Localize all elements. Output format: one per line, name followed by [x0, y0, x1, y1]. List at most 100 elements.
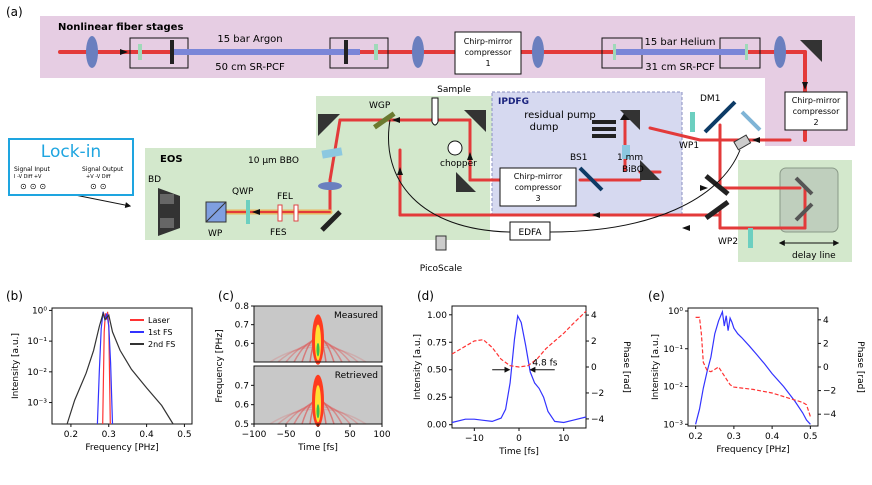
chart-c-xtick-label: −50 — [277, 430, 296, 440]
ccomp2-line3: 2 — [813, 118, 818, 127]
panel-label-e: (e) — [648, 289, 665, 303]
bs1-label: BS1 — [570, 153, 587, 163]
residual-pump-label-1: residual pump — [524, 110, 596, 121]
lockin-output-label: Signal Output — [82, 166, 124, 173]
ccomp2-line2: compressor — [793, 107, 840, 116]
chart-c-xlabel: Time [fs] — [297, 443, 338, 453]
chart-e-xtick-label: 0.3 — [727, 432, 741, 442]
fel-label: FEL — [277, 192, 293, 202]
chart-b-ylabel: Intensity [a.u.] — [11, 333, 21, 399]
chart-c-subplot-label: Measured — [334, 311, 378, 321]
bbo-label: 10 µm BBO — [248, 156, 299, 166]
nonlinear-title: Nonlinear fiber stages — [58, 22, 183, 33]
chart-c-core-green — [316, 342, 320, 357]
ccomp2-line1: Chirp-mirror — [792, 96, 841, 105]
delay-retro-1 — [794, 176, 814, 196]
lockin-input-connectors-icon: ⊙⊙⊙ — [20, 182, 50, 191]
chart-b-xtick-label: 0.5 — [177, 430, 191, 440]
chart-c: Measured0.60.70.8Retrieved0.50.60.7−100−… — [215, 302, 391, 453]
argon-fiber-label: 50 cm SR-PCF — [215, 62, 285, 73]
ipdfg-mirror-1 — [620, 110, 640, 130]
qwp-plate — [246, 200, 250, 224]
ipdfg-title: IPDFG — [498, 97, 529, 107]
fel-filter — [277, 204, 283, 222]
sample-region — [316, 96, 492, 156]
chart-e-ytick-label: 10⁻¹ — [663, 345, 683, 355]
delay-label: delay line — [792, 251, 836, 261]
wp-label: WP — [208, 229, 223, 239]
picoscale-sensor — [435, 235, 447, 251]
delay-mirror-1 — [704, 174, 730, 196]
chart-e-xtick-label: 0.2 — [688, 432, 702, 442]
chirp-compressor-1 — [454, 31, 522, 75]
fiber-cable-1 — [388, 119, 511, 233]
edfa-box — [509, 221, 551, 241]
chirp-mirror-icon — [800, 40, 822, 62]
helium-label: 15 bar Helium — [645, 37, 716, 48]
delay-mirror-2 — [704, 199, 730, 221]
chart-c-ytick-label: 0.7 — [235, 321, 249, 331]
chart-c-ytick-label: 0.6 — [235, 339, 250, 349]
helium-fiber-stage — [532, 36, 786, 69]
chart-d-ytick-label: 0.25 — [427, 393, 447, 403]
chart-d-ytick-label: 0.50 — [427, 366, 447, 376]
chart-b-legend-label: 1st FS — [148, 328, 172, 337]
dm1-label: DM1 — [700, 94, 720, 104]
ccomp1-line2: compressor — [465, 48, 512, 57]
ccomp3-line3: 3 — [535, 194, 540, 203]
chart-e-ytick-label: 10⁻² — [663, 383, 683, 393]
chart-d-series-phase — [451, 310, 587, 368]
lockin-output-connectors-icon: ⊙⊙ — [90, 182, 110, 191]
fiber-cable-2 — [549, 149, 741, 233]
fes-filter — [293, 204, 299, 222]
chart-d-ytick-label: 1.00 — [427, 311, 447, 321]
chart-c-core-yellow — [315, 324, 321, 361]
chart-d-ylabel: Intensity [a.u.] — [413, 334, 423, 400]
chart-d-right-ytick-label: 4 — [591, 311, 597, 321]
chart-c-core-green — [316, 404, 320, 419]
chart-d-xtick-label: −10 — [465, 434, 484, 444]
chart-e-xtick-label: 0.4 — [765, 432, 780, 442]
panel-label-d: (d) — [417, 289, 434, 303]
wgp-polarizer — [373, 111, 396, 130]
chart-c-ytick-label: 0.8 — [235, 302, 250, 312]
chart-e-ylabel-right: Phase [rad] — [855, 341, 865, 393]
chart-c-core-yellow — [315, 385, 321, 423]
chart-d-right-ytick-label: 2 — [591, 337, 597, 347]
chart-e-series-intensity — [695, 309, 811, 425]
chart-d-xlabel: Time [fs] — [498, 447, 539, 457]
chart-c-ytick-label: 0.6 — [235, 401, 250, 411]
ccomp3-line1: Chirp-mirror — [514, 172, 563, 181]
picoscale-label: PicoScale — [420, 264, 463, 274]
chart-d-ytick-label: 0.75 — [427, 338, 447, 348]
chopper-icon — [447, 140, 463, 156]
chart-c-xtick-label: −100 — [242, 430, 267, 440]
balanced-detector-icon — [158, 188, 180, 236]
panel-label-c: (c) — [218, 289, 234, 303]
wp1-plate — [690, 112, 695, 132]
sample-mirror-right — [464, 110, 486, 132]
sample-label: Sample — [437, 85, 471, 95]
dm1-mirror — [703, 100, 737, 134]
bibo-label-1: 1 mm — [617, 153, 643, 163]
eos-region — [145, 148, 490, 240]
wgp-label: WGP — [369, 101, 391, 111]
qwp-label: QWP — [232, 187, 254, 197]
bs1-splitter — [578, 166, 604, 192]
chirp-compressor-3 — [499, 167, 577, 207]
chart-b-ytick-label: 10⁻¹ — [27, 337, 47, 347]
eos-lens — [318, 182, 342, 190]
wp1-label: WP1 — [679, 141, 699, 151]
bd-label: BD — [148, 175, 161, 185]
chart-d-annotation: 4.8 fs — [532, 359, 557, 369]
panel-label-b: (b) — [6, 289, 23, 303]
chart-b-ytick-label: 10⁰ — [32, 306, 47, 316]
residual-pump-label-2: dump — [530, 122, 559, 133]
bbo-crystal — [321, 147, 343, 159]
ipdfg-mirror-2 — [640, 160, 660, 180]
chart-e-xlabel: Frequency [PHz] — [716, 445, 789, 455]
pickoff-mirror — [740, 110, 762, 132]
